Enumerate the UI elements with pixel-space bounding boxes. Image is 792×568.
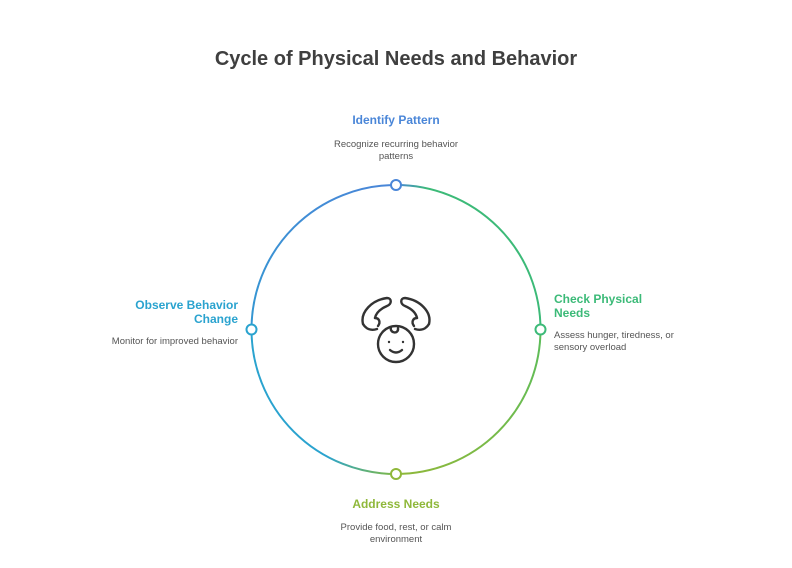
- step-desc-observe-behavior-change: Monitor for improved behavior: [111, 336, 238, 347]
- node-address-needs: [390, 468, 402, 480]
- node-check-physical-needs: [534, 323, 547, 336]
- node-observe-behavior-change: [245, 323, 258, 336]
- cycle-arc-check-to-address: [395, 329, 542, 475]
- step-desc-identify-pattern: Recognize recurring behavior patterns: [333, 139, 459, 162]
- node-identify-pattern: [390, 179, 402, 191]
- step-desc-address-needs: Provide food, rest, or calm environment: [340, 522, 452, 545]
- step-title-address-needs: Address Needs: [352, 497, 440, 511]
- step-title-check-physical-needs: Check Physical Needs: [554, 292, 643, 320]
- cycle-arc-identify-to-check: [395, 184, 542, 330]
- baby-care-hands-icon: [361, 296, 431, 364]
- step-title-identify-pattern: Identify Pattern: [352, 113, 440, 127]
- page-title: Cycle of Physical Needs and Behavior: [214, 48, 578, 70]
- step-title-observe-behavior-change: Observe Behavior Change: [135, 298, 238, 326]
- cycle-arc-observe-to-identify: [250, 184, 397, 330]
- step-desc-check-physical-needs: Assess hunger, tiredness, or sensory ove…: [554, 330, 674, 353]
- cycle-arc-address-to-observe: [250, 329, 397, 475]
